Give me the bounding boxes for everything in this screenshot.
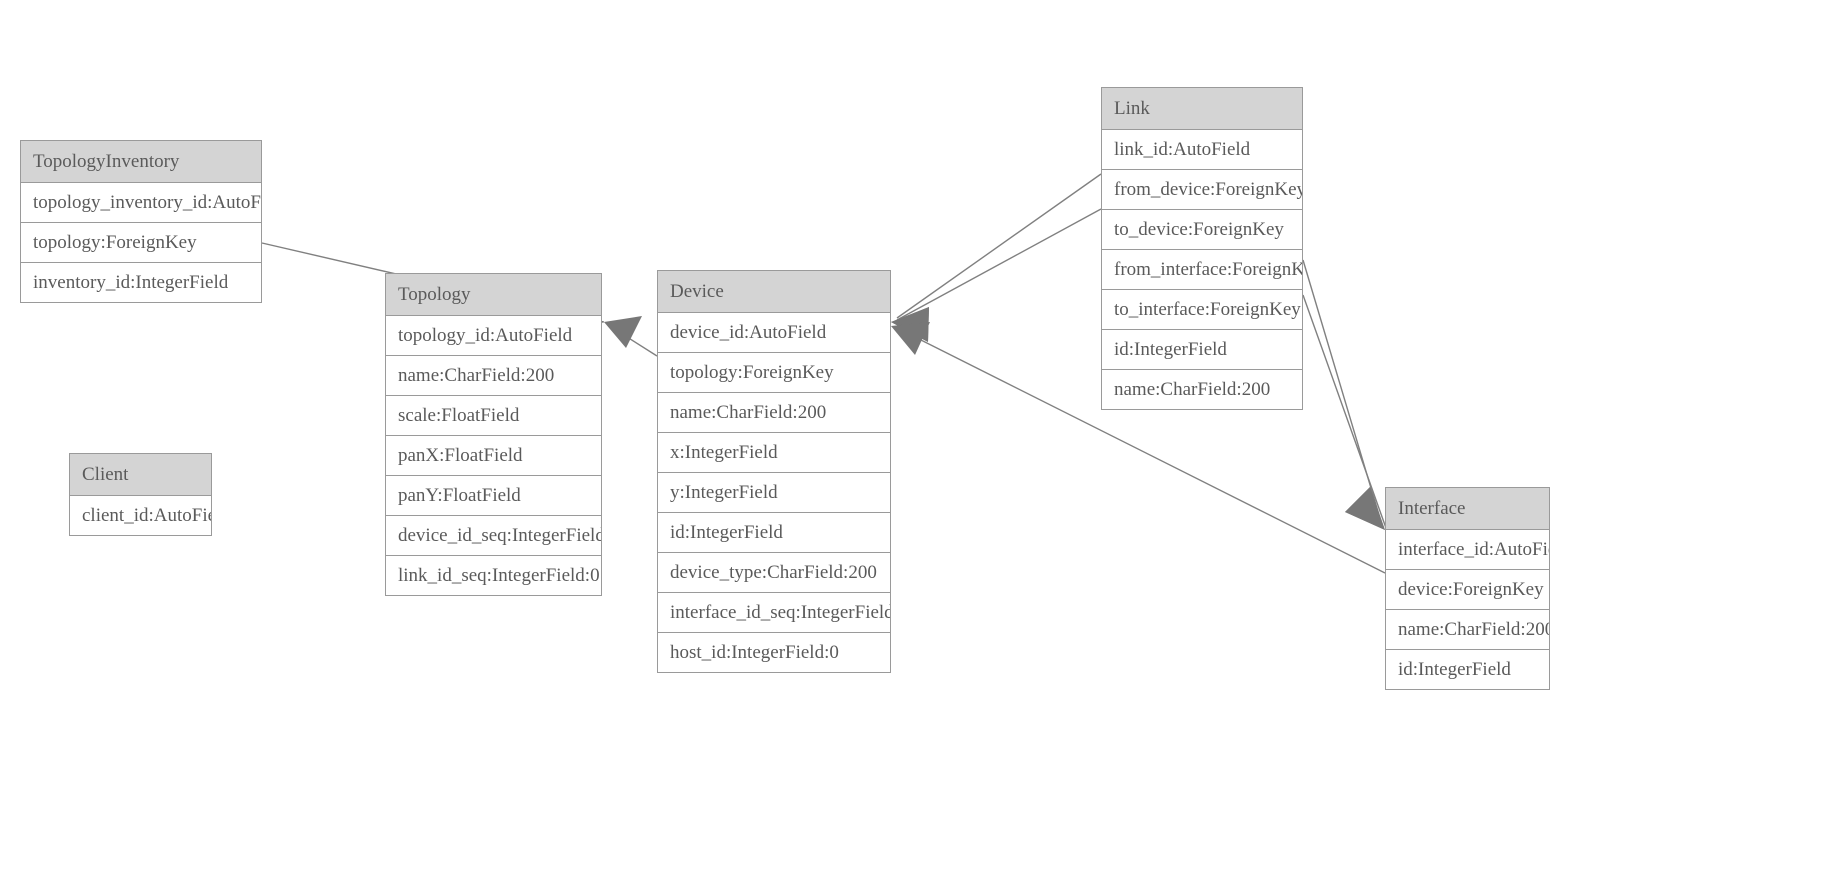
relationship-device-topology — [604, 316, 658, 357]
entity-field-row: from_interface:ForeignKey — [1102, 250, 1302, 290]
entity-field-row: topology_inventory_id:AutoField — [21, 183, 261, 223]
entity-field-row: device:ForeignKey — [1386, 570, 1549, 610]
entity-field-row: link_id_seq:IntegerField:0 — [386, 556, 601, 595]
entity-title-link: Link — [1102, 88, 1302, 130]
entity-title-topology: Topology — [386, 274, 601, 316]
entity-field-row: id:IntegerField — [1102, 330, 1302, 370]
entity-field-row: y:IntegerField — [658, 473, 890, 513]
entity-field-row: link_id:AutoField — [1102, 130, 1302, 170]
entity-field-row: id:IntegerField — [658, 513, 890, 553]
entity-title-device: Device — [658, 271, 890, 313]
entity-field-row: id:IntegerField — [1386, 650, 1549, 689]
entity-field-row: interface_id:AutoField — [1386, 530, 1549, 570]
entity-title-interface: Interface — [1386, 488, 1549, 530]
entity-field-row: device_id_seq:IntegerField:0 — [386, 516, 601, 556]
relationship-link-interface-to — [1302, 294, 1387, 530]
entity-field-row: name:CharField:200 — [658, 393, 890, 433]
relationship-line — [1302, 294, 1387, 529]
entity-title-topology_inventory: TopologyInventory — [21, 141, 261, 183]
entity-field-row: device_id:AutoField — [658, 313, 890, 353]
relationship-link-device-from — [891, 173, 1102, 342]
relationship-line — [1302, 259, 1383, 526]
entity-field-row: x:IntegerField — [658, 433, 890, 473]
entity-field-row: inventory_id:IntegerField — [21, 263, 261, 302]
entity-field-row: to_interface:ForeignKey — [1102, 290, 1302, 330]
relationship-arrowhead — [1345, 487, 1385, 530]
entity-field-row: to_device:ForeignKey — [1102, 210, 1302, 250]
relationship-line — [896, 208, 1102, 321]
relationship-line — [896, 173, 1102, 319]
entity-interface[interactable]: Interfaceinterface_id:AutoFielddevice:Fo… — [1385, 487, 1550, 690]
entity-field-row: client_id:AutoField — [70, 496, 211, 535]
entity-field-row: scale:FloatField — [386, 396, 601, 436]
relationship-arrowhead — [891, 322, 930, 355]
entity-field-row: interface_id_seq:IntegerField:0 — [658, 593, 890, 633]
relationship-line — [607, 324, 658, 357]
relationship-link-interface-from — [1302, 259, 1385, 530]
entity-field-row: device_type:CharField:200 — [658, 553, 890, 593]
entity-field-row: topology:ForeignKey — [21, 223, 261, 263]
relationship-arrowhead — [891, 307, 929, 342]
entity-field-row: topology:ForeignKey — [658, 353, 890, 393]
entity-field-row: topology_id:AutoField — [386, 316, 601, 356]
entity-field-row: name:CharField:200 — [1102, 370, 1302, 409]
entity-field-row: name:CharField:200 — [386, 356, 601, 396]
entity-field-row: from_device:ForeignKey — [1102, 170, 1302, 210]
entity-title-client: Client — [70, 454, 211, 496]
relationship-arrowhead — [604, 316, 642, 348]
entity-field-row: host_id:IntegerField:0 — [658, 633, 890, 672]
relationship-link-device-to — [891, 208, 1102, 342]
entity-field-row: panY:FloatField — [386, 476, 601, 516]
relationship-arrowhead — [1345, 487, 1385, 530]
relationship-arrowhead — [891, 307, 929, 342]
entity-field-row: panX:FloatField — [386, 436, 601, 476]
entity-field-row: name:CharField:200 — [1386, 610, 1549, 650]
